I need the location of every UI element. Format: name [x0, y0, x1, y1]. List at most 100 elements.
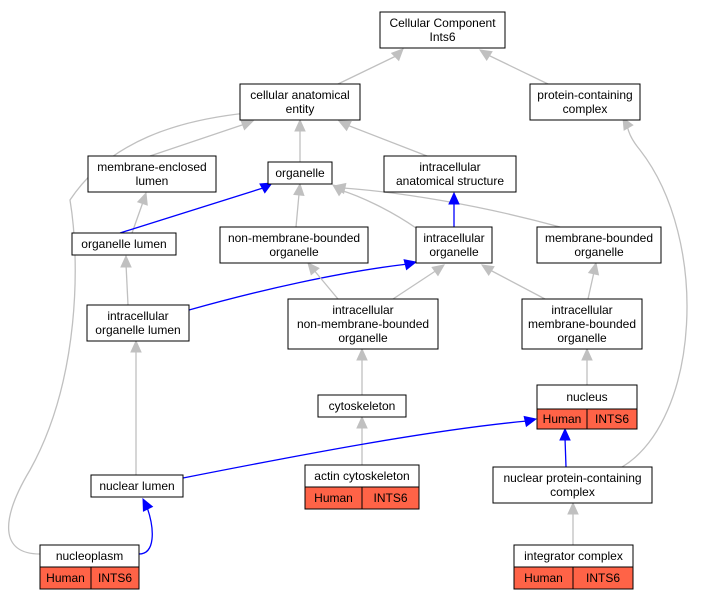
- edge-2: [149, 123, 246, 157]
- edge-20: [182, 420, 528, 479]
- node-box: [521, 298, 643, 350]
- node-nl[interactable]: nuclear lumen: [90, 474, 184, 498]
- node-label: entity: [286, 102, 315, 116]
- node-label: organelle: [338, 331, 388, 345]
- node-label: non-membrane-bounded: [297, 317, 429, 331]
- edge-11: [125, 263, 129, 306]
- node-cyto[interactable]: cytoskeleton: [317, 394, 407, 418]
- node-label: intracellular: [423, 231, 484, 245]
- node-label: complex: [563, 102, 608, 116]
- annotation-gene-cell: [361, 486, 420, 510]
- arrowhead: [587, 261, 600, 276]
- arrowhead: [622, 116, 634, 131]
- node-label: integrator complex: [524, 549, 623, 563]
- edge-24: [564, 437, 567, 468]
- node-box: [379, 11, 506, 49]
- arrowhead: [142, 497, 154, 512]
- arrowhead: [478, 49, 493, 61]
- node-label: non-membrane-bounded: [228, 231, 360, 245]
- annotation-gene-cell: [572, 566, 634, 590]
- arrowhead: [448, 191, 460, 205]
- arrowhead: [581, 347, 593, 361]
- node-box: [287, 298, 439, 350]
- node-label: intracellular: [107, 309, 168, 323]
- node-label: cytoskeleton: [329, 399, 396, 413]
- node-box: [86, 304, 190, 342]
- arrowhead: [120, 254, 132, 268]
- node-box: [529, 83, 641, 121]
- node-box: [219, 226, 369, 264]
- annotation-gene: INTS6: [98, 571, 132, 585]
- node-box: [492, 466, 653, 504]
- node-label: nuclear lumen: [99, 479, 174, 493]
- arrowhead: [559, 427, 571, 441]
- arrowhead: [294, 118, 306, 132]
- arrowhead: [390, 48, 404, 62]
- node-label: organelle: [574, 245, 624, 259]
- annotation-gene-cell: [90, 566, 140, 590]
- edge-22: [8, 112, 248, 555]
- node-box: [415, 226, 493, 264]
- node-label: intracellular: [419, 160, 480, 174]
- annotation-gene: INTS6: [595, 412, 629, 426]
- edge-4: [346, 124, 428, 157]
- arrowhead: [130, 339, 142, 353]
- node-inmbo[interactable]: intracellularnon-membrane-boundedorganel…: [287, 298, 439, 350]
- node-box: [87, 155, 217, 193]
- edge-5: [131, 201, 144, 234]
- arrowhead: [136, 191, 148, 206]
- edge-15: [489, 269, 546, 300]
- node-label: anatomical structure: [396, 174, 504, 188]
- node-label: organelle: [269, 245, 319, 259]
- node-label: nucleus: [566, 390, 607, 404]
- node-box: [90, 474, 184, 498]
- arrowhead: [431, 264, 445, 277]
- edge-16: [587, 271, 595, 300]
- node-label: membrane-enclosed: [97, 160, 206, 174]
- arrowhead: [259, 182, 274, 194]
- annotation-species: Human: [46, 571, 85, 585]
- arrowhead: [337, 120, 352, 132]
- arrowhead: [293, 182, 305, 197]
- arrowhead: [356, 347, 368, 361]
- node-box: [71, 232, 177, 256]
- edge-23: [621, 124, 688, 468]
- edge-0: [337, 55, 397, 85]
- edge-14: [392, 269, 438, 300]
- edge-12: [188, 263, 409, 311]
- edge-13: [312, 268, 339, 300]
- arrowhead: [332, 182, 347, 195]
- edge-9: [342, 187, 561, 228]
- node-box: [239, 83, 361, 121]
- node-label: Cellular Component: [389, 16, 496, 30]
- node-box: [317, 394, 407, 418]
- node-label: organelle lumen: [81, 237, 166, 251]
- node-org[interactable]: organelle: [267, 161, 333, 185]
- node-label: cellular anatomical: [250, 88, 349, 102]
- node-box: [267, 161, 333, 185]
- arrowhead: [240, 119, 255, 131]
- node-label: actin cytoskeleton: [314, 469, 409, 483]
- node-label: organelle: [557, 331, 607, 345]
- arrowhead: [480, 264, 495, 276]
- node-ol[interactable]: organelle lumen: [71, 232, 177, 256]
- annotation-gene: INTS6: [373, 491, 407, 505]
- annotation-species: Human: [524, 571, 563, 585]
